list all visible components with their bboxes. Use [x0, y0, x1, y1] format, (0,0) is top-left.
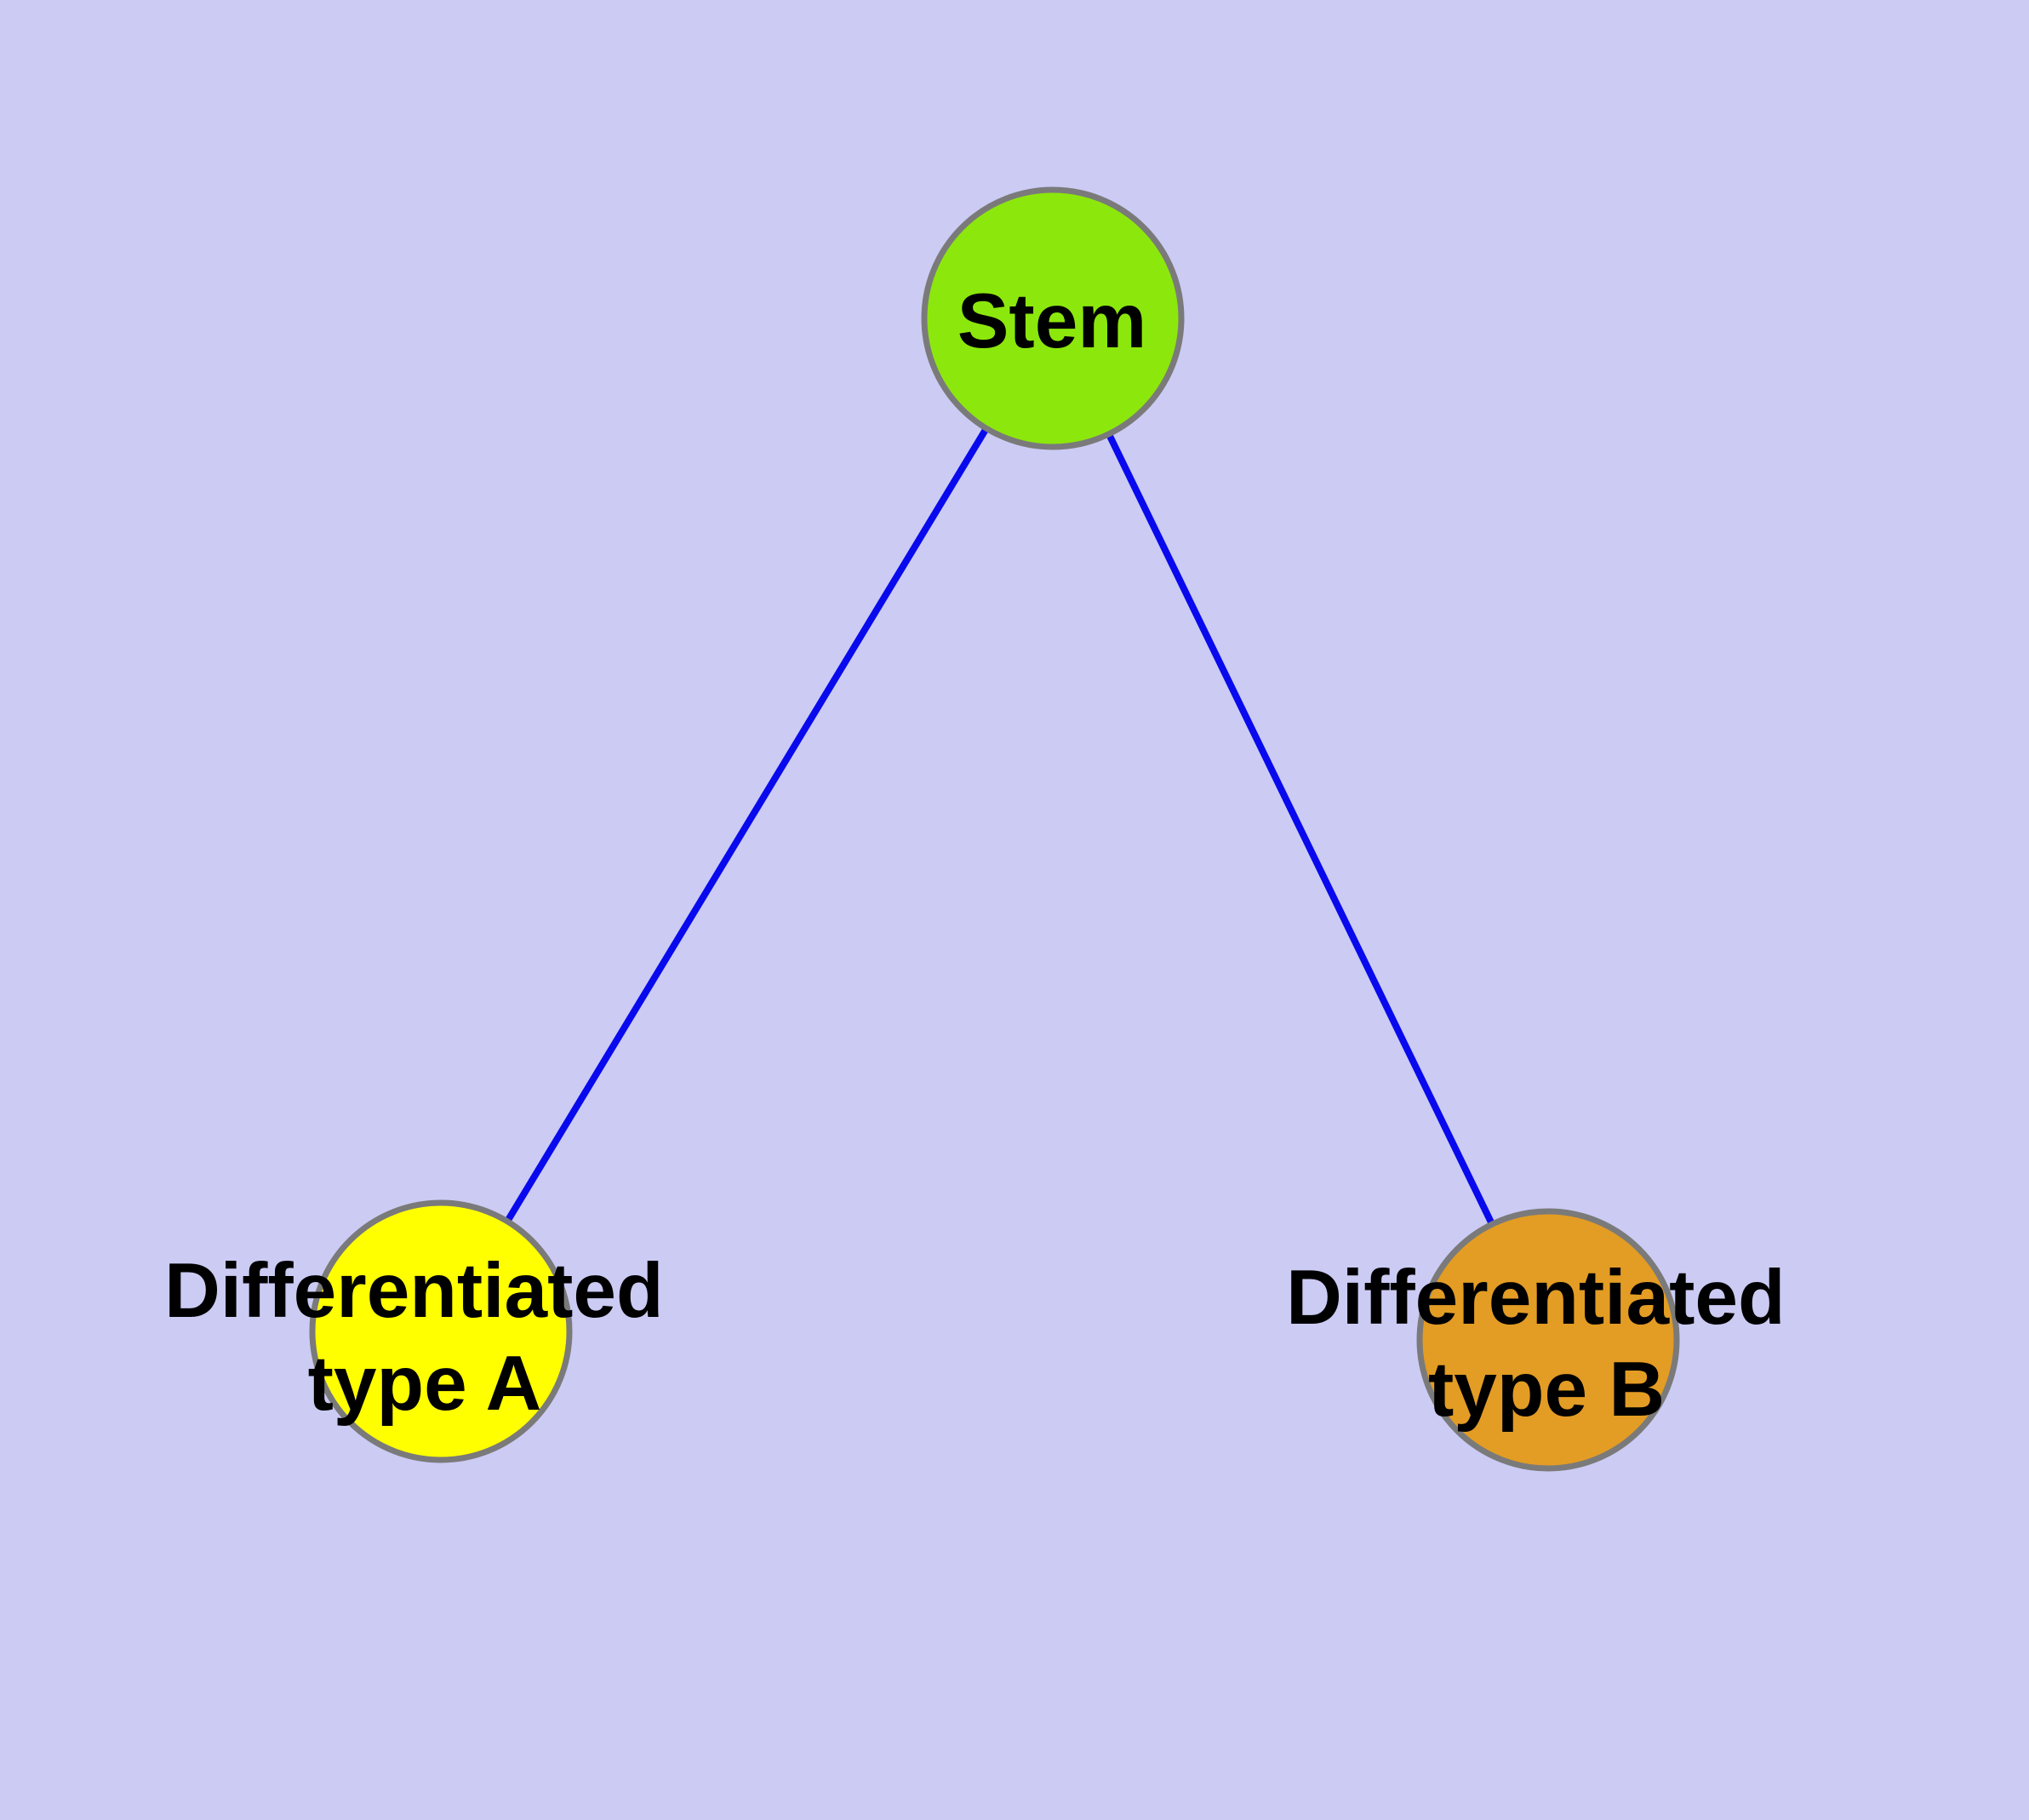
- edge-stem-to-type-b: [1049, 317, 1552, 1342]
- node-stem-circle: [921, 186, 1185, 450]
- node-differentiated-type-b-circle: [1416, 1208, 1680, 1472]
- node-differentiated-type-b: Differentiated type B: [1286, 1208, 1807, 1472]
- edge-stem-to-type-a: [437, 316, 1056, 1334]
- node-differentiated-type-a-label: Differentiated type A: [164, 1248, 685, 1427]
- node-differentiated-type-b-label: Differentiated type B: [1286, 1255, 1807, 1433]
- node-stem-label: Stem: [957, 278, 1147, 364]
- node-differentiated-type-a: Differentiated type A: [164, 1199, 685, 1463]
- node-differentiated-type-a-circle: [309, 1199, 573, 1463]
- node-stem: Stem: [921, 186, 1185, 450]
